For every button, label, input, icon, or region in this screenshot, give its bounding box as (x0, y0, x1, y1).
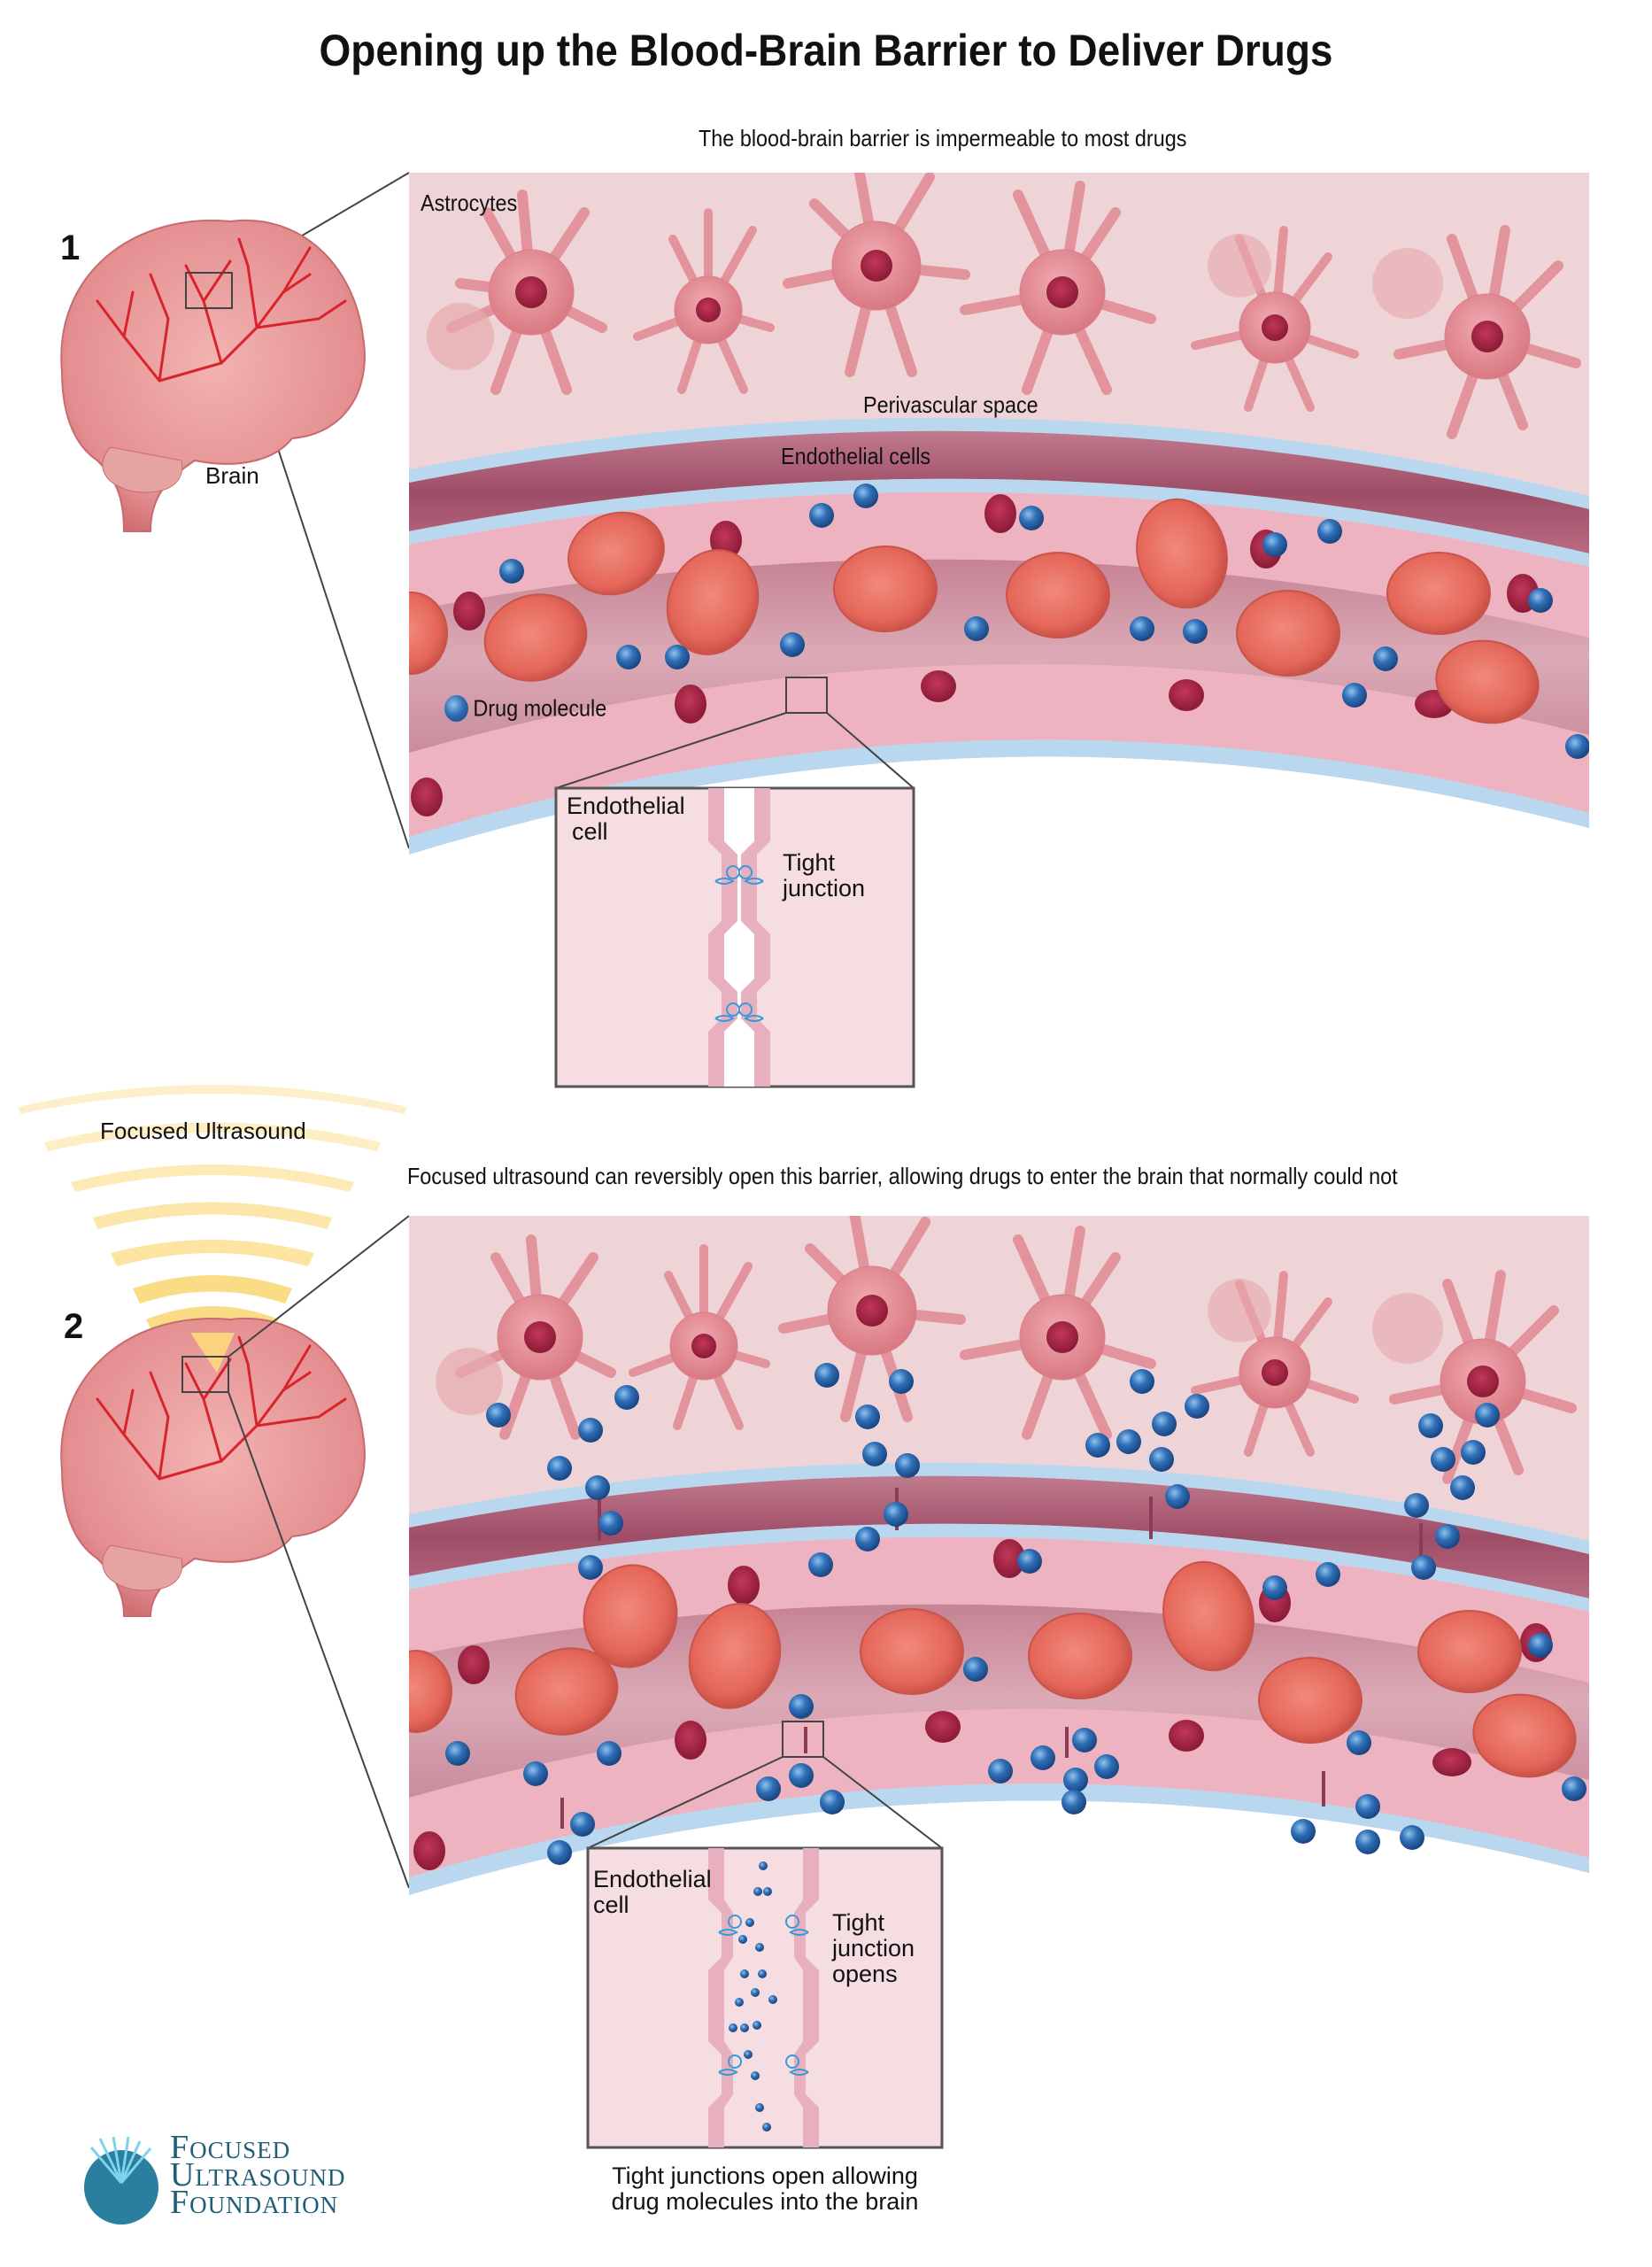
opened-junctions (560, 1488, 1423, 1829)
panel1-tissue (409, 173, 1589, 855)
zoom-line (228, 1391, 410, 1889)
logo-text: Focused Ultrasound Foundation (170, 2129, 346, 2221)
inset1-diagram (554, 786, 915, 1088)
drug-molecules (499, 484, 1589, 759)
zoom-line (228, 1215, 410, 1358)
panel2-caption: Focused ultrasound can reversibly open t… (407, 1163, 1398, 1189)
brain-2 (18, 1085, 407, 1617)
basement-membrane (409, 417, 1589, 509)
inset2-caption: Tight junctions open allowing drug molec… (611, 2163, 919, 2215)
inset2-diagram (586, 1846, 944, 2149)
magnify-box (782, 1721, 824, 1758)
astrocyte (455, 1234, 616, 1440)
inset2-junction-label: Tight junction opens (832, 1909, 915, 1987)
astrocyte (783, 173, 970, 377)
panel1-number: 1 (60, 228, 81, 267)
astrocyte (633, 208, 775, 394)
drug-molecule-icon (444, 695, 468, 723)
panel2-tissue (409, 1216, 1589, 1895)
astrocyte (446, 190, 607, 395)
logo-emblem (84, 2136, 158, 2224)
magnify-box (785, 677, 828, 714)
astrocyte (960, 181, 1156, 395)
astrocyte (778, 1216, 966, 1422)
astrocyte (1393, 225, 1581, 439)
perivascular-space (409, 430, 1589, 553)
panel1-caption: The blood-brain barrier is impermeable t… (699, 125, 1187, 151)
basement-membrane (409, 739, 1589, 855)
escaped-drug-molecules (547, 1745, 1424, 1865)
astrocyte (960, 1226, 1156, 1440)
endothelial-nuclei (411, 494, 1539, 816)
basement-membrane (409, 478, 1589, 567)
panel2-number: 2 (64, 1307, 84, 1346)
drug-molecule-label: Drug molecule (444, 693, 606, 723)
inset2-cell-label: Endothelial cell (593, 1866, 712, 1918)
page-title: Opening up the Blood-Brain Barrier to De… (319, 26, 1333, 75)
tight-junction-proteins (714, 865, 764, 1022)
red-blood-cells (409, 498, 1540, 724)
tight-junction-proteins (718, 1915, 809, 2076)
brain-1 (60, 219, 366, 532)
inset1-junction-label: Tight junction (783, 849, 866, 901)
astrocyte (1191, 226, 1359, 412)
magnify-box (181, 1356, 229, 1393)
astrocyte (1389, 1270, 1577, 1484)
focused-ultrasound-label: Focused Ultrasound (100, 1118, 306, 1144)
brain-label: Brain (205, 462, 259, 489)
perivascular-space-label: Perivascular space (863, 391, 1038, 418)
inset-drug-molecules (729, 1861, 777, 2132)
endothelial-cells-label: Endothelial cells (781, 443, 931, 469)
astrocyte (629, 1244, 770, 1430)
astrocytes-label: Astrocytes (421, 190, 518, 216)
inset1-cell-label: Endothelial cell (567, 793, 685, 845)
magnify-box (185, 272, 233, 309)
